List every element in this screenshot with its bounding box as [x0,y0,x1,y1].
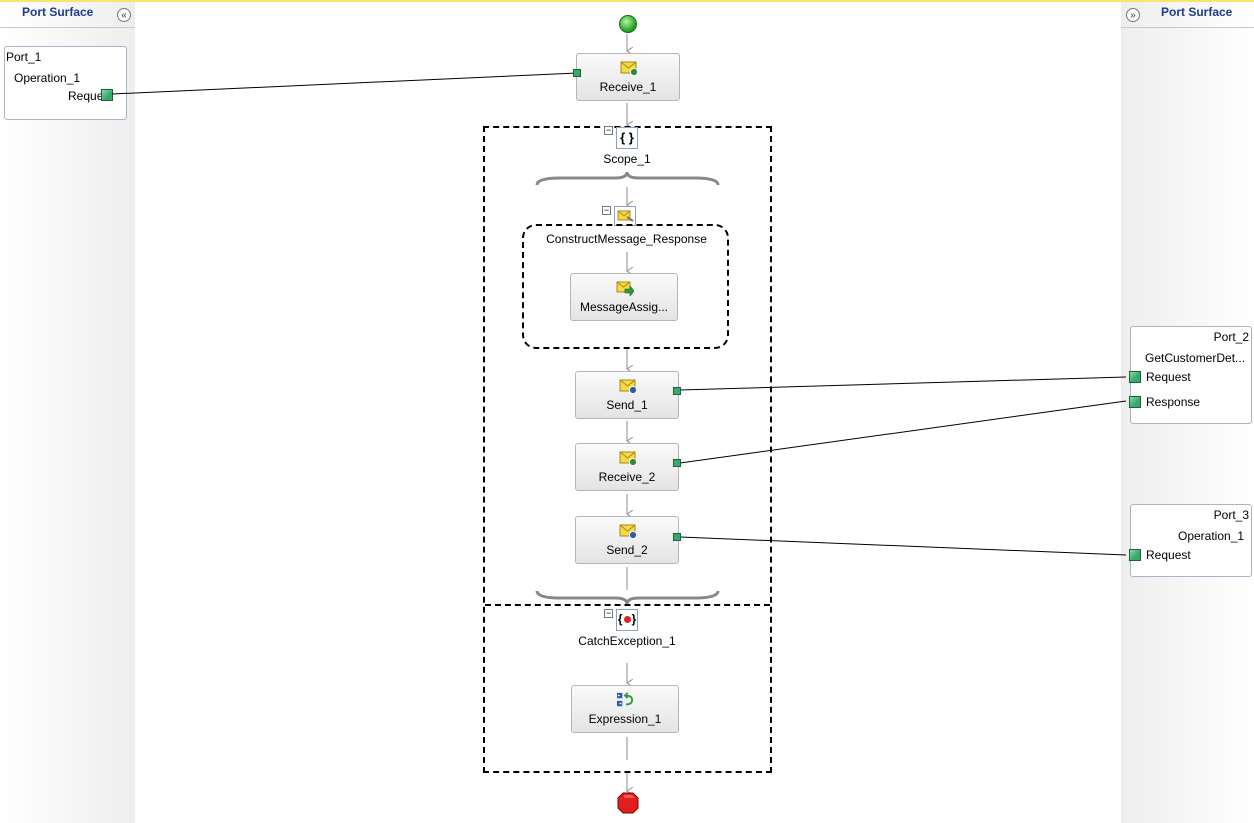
send-1-shape[interactable]: Send_1 [575,371,681,419]
receive-1-port-connector[interactable] [573,69,581,77]
message-assignment-icon [616,281,634,296]
port-3-request-label: Request [1146,548,1191,562]
port-1-request-pin[interactable] [101,89,113,101]
collapse-right-surface-icon[interactable]: » [1126,8,1140,22]
scope-catch-divider [485,604,770,606]
send-2-label: Send_2 [606,543,648,557]
port-2-response-label: Response [1146,395,1201,409]
send-1-port-connector[interactable] [673,387,681,395]
right-surface-divider [1121,27,1254,28]
send-1-label: Send_1 [606,398,648,412]
port-3[interactable]: Port_3 Operation_1 Request [1129,504,1252,577]
scope-1-label: Scope_1 [603,152,651,166]
port-2-request-binding-line [679,376,1127,391]
receive-2-shape[interactable]: Receive_2 [575,443,681,491]
send-2-port-connector[interactable] [673,533,681,541]
port-1[interactable]: Port_1 Operation_1 Reque [4,46,127,120]
port-1-binding-line [111,72,578,95]
port-2-request-label: Request [1146,370,1191,384]
port-2-name: Port_2 [1213,330,1249,344]
end-shape-icon[interactable] [617,792,639,814]
port-1-message: Reque [68,89,104,103]
port-2-operation: GetCustomerDet... [1145,351,1246,365]
envelope-send-icon [619,524,637,539]
envelope-send-icon [619,379,637,394]
scope-1-collapse-toggle[interactable]: − [604,125,613,135]
message-assignment-label: MessageAssig... [579,300,669,314]
port-2-response-binding-line [679,400,1127,464]
port-3-operation: Operation_1 [1178,529,1245,543]
left-port-surface-title: Port Surface [22,5,94,19]
expression-icon [617,692,634,707]
construct-message-label: ConstructMessage_Response [546,232,707,246]
message-assignment-shape[interactable]: MessageAssig... [570,273,678,321]
port-2[interactable]: Port_2 GetCustomerDet... Request Respons… [1129,326,1252,424]
port-1-name: Port_1 [6,50,42,64]
port-2-response-pin[interactable] [1129,396,1141,408]
construct-message-icon [614,206,636,226]
right-port-surface-title: Port Surface [1161,5,1233,19]
left-surface-divider [0,27,135,28]
receive-2-label: Receive_2 [598,470,656,484]
expression-1-label: Expression_1 [588,712,662,726]
port-3-name: Port_3 [1213,508,1249,522]
start-shape-icon[interactable] [619,15,637,33]
send-2-shape[interactable]: Send_2 [575,516,681,564]
collapse-left-surface-icon[interactable]: « [117,8,131,22]
catch-exception-collapse-toggle[interactable]: − [604,608,613,618]
receive-1-label: Receive_1 [599,80,657,94]
envelope-receive-icon [620,61,638,76]
catch-exception-label: CatchException_1 [578,634,676,648]
port-3-binding-line [679,536,1127,556]
port-1-operation: Operation_1 [14,71,81,85]
designer-top-border [0,0,1254,2]
port-3-request-pin[interactable] [1129,549,1141,561]
scope-braces-icon: { } [616,127,638,149]
receive-1-shape[interactable]: Receive_1 [573,53,680,101]
expression-1-shape[interactable]: Expression_1 [571,685,679,733]
receive-2-port-connector[interactable] [673,459,681,467]
catch-exception-icon: {} [616,609,638,631]
left-port-surface: Port Surface « [0,2,135,823]
scope-top-brace [535,171,720,186]
construct-message-frame [522,224,729,349]
port-2-request-pin[interactable] [1129,371,1141,383]
envelope-receive-icon [619,451,637,466]
construct-message-collapse-toggle[interactable]: − [602,205,611,215]
